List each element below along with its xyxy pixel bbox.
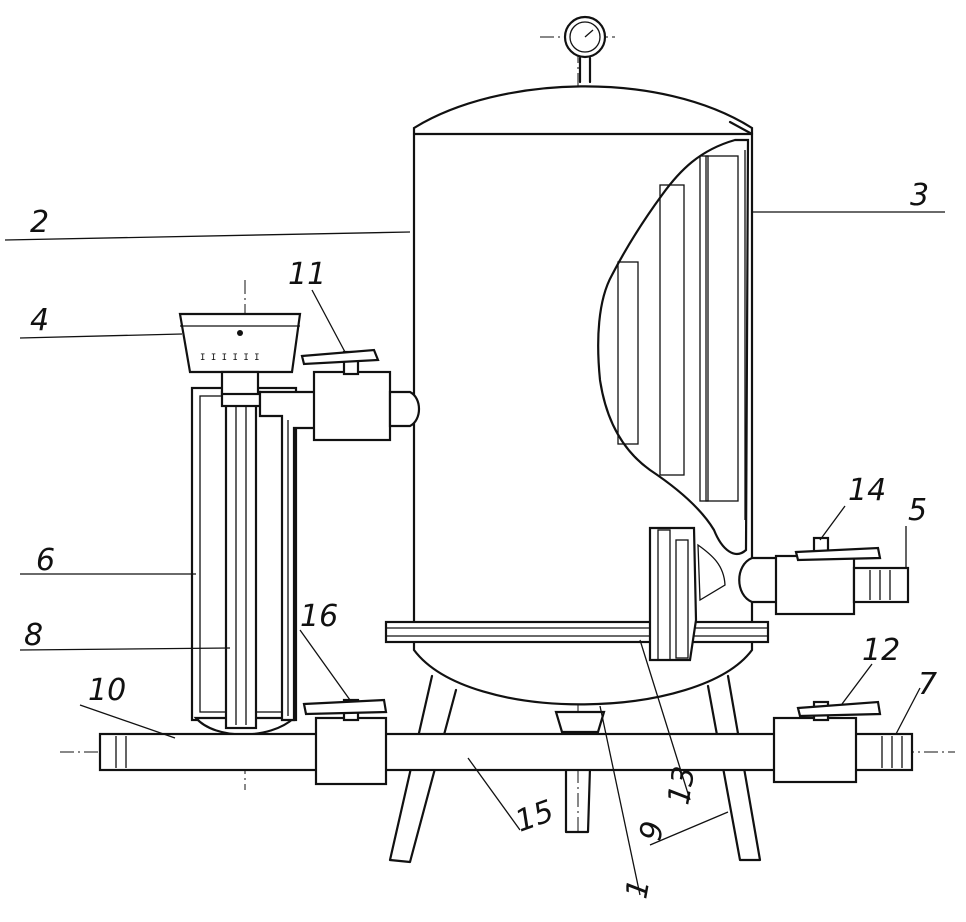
label-15: 15 bbox=[511, 794, 559, 840]
label-12: 12 bbox=[862, 633, 900, 668]
label-14: 14 bbox=[848, 473, 886, 508]
label-8: 8 bbox=[24, 618, 43, 653]
label-3: 3 bbox=[910, 178, 929, 213]
label-10: 10 bbox=[88, 673, 126, 708]
drain-fitting bbox=[554, 710, 606, 734]
label-9: 9 bbox=[633, 819, 671, 844]
leader-lines bbox=[4, 211, 945, 896]
flow-indicator: I I I I I I bbox=[178, 312, 302, 396]
label-6: 6 bbox=[36, 543, 55, 578]
tank-cutaway bbox=[597, 138, 750, 662]
label-7: 7 bbox=[918, 667, 937, 702]
valve-icon bbox=[302, 698, 388, 786]
valve-icon bbox=[772, 700, 882, 784]
label-5: 5 bbox=[908, 493, 927, 528]
label-2: 2 bbox=[30, 205, 49, 240]
label-1: 1 bbox=[619, 877, 657, 902]
filter-column bbox=[190, 386, 298, 736]
label-16: 16 bbox=[300, 599, 338, 634]
label-11: 11 bbox=[288, 257, 326, 292]
svg-text:I I I I I I: I I I I I I bbox=[200, 353, 260, 363]
pressure-gauge-icon bbox=[563, 15, 607, 84]
label-4: 4 bbox=[30, 303, 49, 338]
valve-icon bbox=[738, 536, 910, 616]
label-13: 13 bbox=[661, 764, 702, 808]
valve-icon bbox=[300, 348, 421, 442]
